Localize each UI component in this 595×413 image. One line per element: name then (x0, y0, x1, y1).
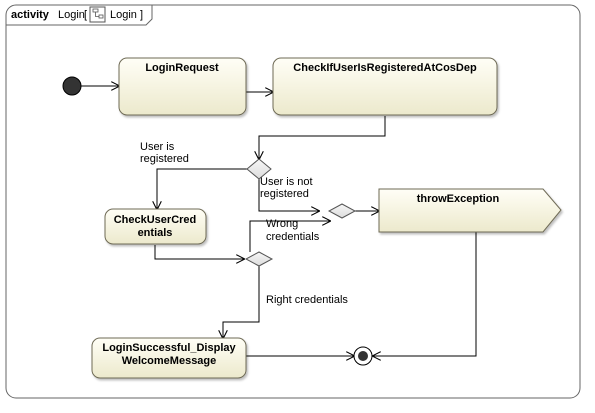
diagram-icon (89, 6, 106, 23)
guard-user-registered-2: registered (140, 153, 189, 165)
guard-wrong-credentials-1: Wrong (266, 218, 298, 230)
guard-user-not-registered-2: registered (260, 188, 309, 200)
frame-name: Login (58, 9, 85, 21)
frame-bracket-open: [ (84, 9, 87, 21)
decision-registered[interactable] (246, 158, 272, 180)
action-login-success-label-1: LoginSuccessful_Display (102, 342, 236, 354)
action-check-credentials[interactable]: CheckUserCred entials (104, 208, 207, 245)
edge-check-to-decision[interactable] (259, 116, 386, 159)
initial-node[interactable] (62, 76, 82, 96)
action-check-credentials-label-2: entials (138, 227, 173, 239)
action-login-success-label-2: WelcomeMessage (122, 355, 217, 367)
action-throw-exception-label: throwException (417, 193, 500, 205)
frame-tab (6, 5, 153, 26)
guard-wrong-credentials-2: credentials (266, 231, 320, 243)
frame-keyword: activity (11, 9, 50, 21)
action-login-request-label: LoginRequest (145, 62, 219, 74)
frame-tag: Login (110, 9, 137, 21)
action-throw-exception[interactable]: throwException (378, 188, 562, 233)
guard-user-registered-1: User is (140, 141, 175, 153)
action-login-success[interactable]: LoginSuccessful_Display WelcomeMessage (91, 337, 247, 379)
edge-decision-to-merge[interactable] (258, 179, 319, 211)
guard-user-not-registered-1: User is not (260, 176, 313, 188)
edge-decision-to-merge-wrong[interactable] (249, 221, 330, 252)
guard-right-credentials: Right credentials (266, 294, 348, 306)
final-node[interactable] (353, 346, 373, 366)
decision-credentials[interactable] (244, 251, 274, 267)
edge-decision-to-login-success[interactable] (223, 266, 260, 338)
frame-bracket-close: ] (140, 9, 143, 21)
action-check-registered[interactable]: CheckIfUserIsRegisteredAtCosDep (272, 57, 498, 116)
merge-exception[interactable] (327, 203, 357, 219)
action-check-credentials-label-1: CheckUserCred (114, 214, 197, 226)
action-login-request[interactable]: LoginRequest (118, 57, 247, 116)
edge-decision-to-check-credentials[interactable] (157, 168, 247, 209)
edge-throw-exception-to-final[interactable] (373, 232, 477, 356)
action-check-registered-label: CheckIfUserIsRegisteredAtCosDep (293, 62, 477, 74)
edge-check-credentials-to-decision[interactable] (154, 245, 244, 259)
